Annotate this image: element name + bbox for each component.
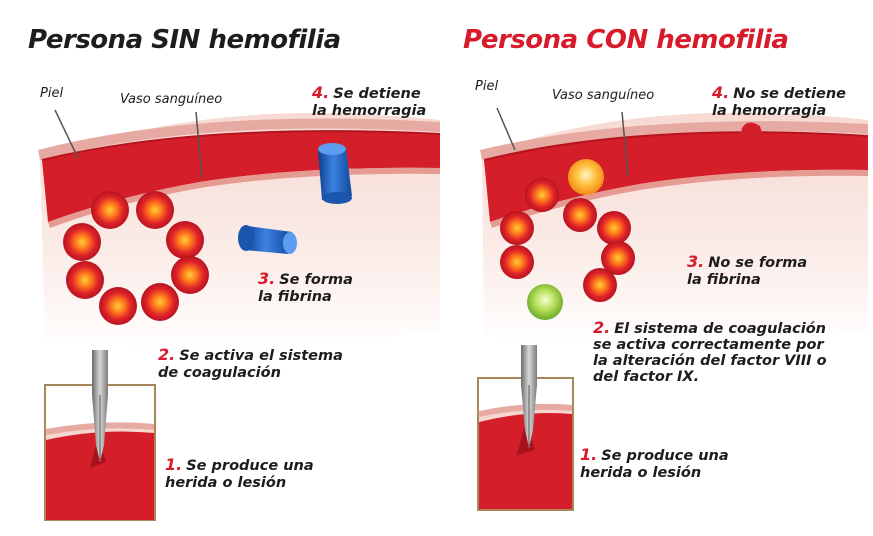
left-red-blood-cells [63, 191, 209, 325]
left-needle [92, 350, 108, 462]
left-skin-pointer [54, 109, 79, 159]
step-text: Se produce una [186, 458, 314, 474]
right-title: Persona CON hemofilia [463, 25, 789, 55]
step-text: Se forma [279, 272, 353, 288]
left-panel-art [38, 109, 441, 521]
right-step-1: 1.Se produce una herida o lesión [580, 445, 729, 481]
step-text: Se produce una [601, 448, 729, 464]
step-text: se activa correctamente por [593, 336, 824, 353]
step-text: Se activa el sistema [179, 348, 343, 364]
step-number: 3. [687, 252, 705, 271]
step-text: del factor IX. [593, 368, 700, 385]
step-number: 1. [580, 445, 598, 464]
right-skin-layer [480, 121, 868, 160]
right-factor-cell-green [527, 284, 563, 320]
right-needle [521, 345, 537, 448]
step-number: 1. [165, 455, 183, 474]
step-text: de coagulación [158, 364, 281, 381]
left-title: Persona SIN hemofilia [28, 25, 341, 55]
step-text: herida o lesión [580, 464, 702, 481]
left-vessel-label: Vaso sanguíneo [120, 92, 223, 107]
left-step-1: 1.Se produce una herida o lesión [165, 455, 314, 491]
step-text: No se detiene [733, 86, 846, 102]
left-step-4: 4.Se detiene la hemorragia [312, 83, 427, 119]
step-text: la alteración del factor VIII o [593, 352, 827, 369]
step-text: la hemorragia [312, 102, 427, 119]
left-fibrin-cylinder-tissue [238, 225, 297, 254]
right-red-blood-cells [500, 178, 635, 302]
step-text: No se forma [708, 255, 808, 271]
right-skin-label: Piel [475, 79, 499, 94]
left-step-2: 2.Se activa el sistema de coagulación [158, 345, 343, 381]
right-bleeding-bump [740, 122, 764, 140]
right-blood-vessel [484, 132, 868, 222]
left-skin-label: Piel [40, 86, 64, 101]
step-number: 4. [312, 83, 330, 102]
left-wound-inset [44, 384, 156, 521]
right-step-3: 3.No se forma la fibrina [687, 252, 808, 288]
left-step-3: 3.Se forma la fibrina [258, 269, 353, 305]
right-vessel-label: Vaso sanguíneo [552, 88, 655, 103]
right-factor-cell-orange [568, 159, 604, 195]
step-text: la fibrina [258, 288, 332, 305]
right-panel-art [477, 107, 869, 511]
step-text: El sistema de coagulación [614, 321, 826, 337]
right-skin-pointer [496, 107, 516, 151]
step-text: herida o lesión [165, 474, 287, 491]
step-text: la hemorragia [712, 102, 827, 119]
right-step-4: 4.No se detiene la hemorragia [712, 83, 846, 119]
step-text: Se detiene [333, 86, 421, 102]
step-number: 2. [593, 318, 611, 337]
step-text: la fibrina [687, 271, 761, 288]
step-number: 3. [258, 269, 276, 288]
left-fibrin-cylinder-vessel [318, 143, 352, 204]
right-step-2: 2.El sistema de coagulación se activa co… [593, 319, 827, 386]
left-vessel-pointer [195, 111, 203, 179]
step-number: 2. [158, 345, 176, 364]
step-number: 4. [712, 83, 730, 102]
right-vessel-pointer [621, 111, 629, 177]
left-skin-layer [38, 118, 440, 160]
